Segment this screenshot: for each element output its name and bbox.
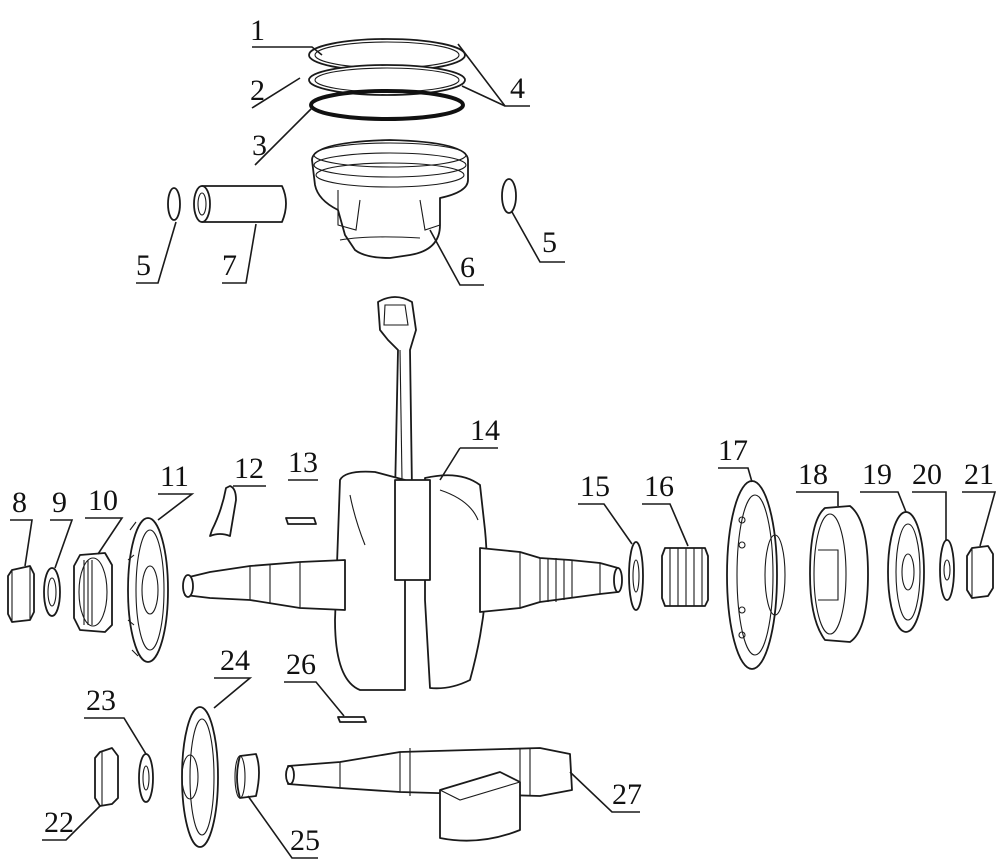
- woodruff-key-12: [209, 485, 237, 537]
- gear-19: [887, 511, 925, 633]
- circlip-right: [501, 178, 517, 214]
- label-9: 9: [52, 486, 67, 519]
- piston-pin: [193, 185, 287, 223]
- label-3: 3: [252, 129, 267, 162]
- label-17: 17: [718, 434, 748, 467]
- washer-23: [138, 753, 154, 803]
- washer-15: [628, 541, 644, 611]
- gear-24: [181, 706, 219, 848]
- pin-26: [337, 716, 367, 723]
- label-19: 19: [862, 458, 892, 491]
- label-26: 26: [286, 648, 316, 681]
- connecting-rod: [377, 296, 417, 496]
- label-16: 16: [644, 470, 674, 503]
- label-25: 25: [290, 824, 320, 857]
- label-13: 13: [288, 446, 318, 479]
- gear-17: [726, 480, 786, 670]
- pin-13: [285, 517, 317, 525]
- label-5-right: 5: [542, 226, 557, 259]
- label-4: 4: [510, 72, 525, 105]
- label-24: 24: [220, 644, 250, 677]
- needle-bearing-16: [661, 547, 709, 607]
- callout-labels: 1 2 3 4 5 5 6 7 8 9 10 11 12 13 14 15 16…: [12, 14, 994, 857]
- bushing-25: [234, 753, 260, 799]
- label-5-left: 5: [136, 249, 151, 282]
- clutch-18: [809, 505, 869, 643]
- label-15: 15: [580, 470, 610, 503]
- crankshaft: [182, 470, 623, 691]
- leader-lines: [10, 43, 997, 859]
- piston: [311, 139, 469, 259]
- circlip-left: [167, 187, 181, 221]
- piston-ring-3: [309, 89, 465, 121]
- label-8: 8: [12, 486, 27, 519]
- label-6: 6: [460, 251, 475, 284]
- label-11: 11: [160, 460, 189, 493]
- label-1: 1: [250, 14, 265, 47]
- washer-9: [43, 567, 61, 617]
- nut-8: [7, 565, 35, 623]
- label-21: 21: [964, 458, 994, 491]
- nut-21: [966, 545, 994, 599]
- label-10: 10: [88, 484, 118, 517]
- label-23: 23: [86, 684, 116, 717]
- balancer-shaft-27: [285, 747, 573, 842]
- label-27: 27: [612, 778, 642, 811]
- label-2: 2: [250, 74, 265, 107]
- label-14: 14: [470, 414, 500, 447]
- nut-22: [94, 747, 119, 807]
- label-18: 18: [798, 458, 828, 491]
- gear-10: [73, 552, 113, 633]
- gear-11: [127, 517, 169, 663]
- label-22: 22: [44, 806, 74, 839]
- label-20: 20: [912, 458, 942, 491]
- washer-20: [939, 539, 955, 601]
- label-7: 7: [222, 249, 237, 282]
- label-12: 12: [234, 452, 264, 485]
